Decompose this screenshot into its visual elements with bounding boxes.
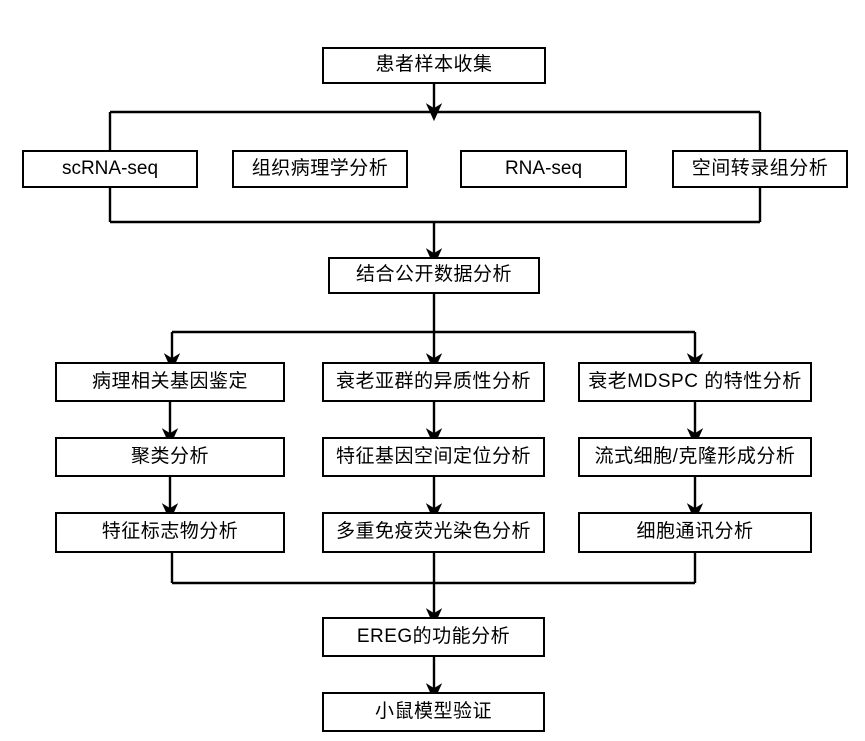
node-spatial-gene-mapping[interactable]: 特征基因空间定位分析 — [322, 437, 545, 477]
node-senescent-subgroup[interactable]: 衰老亚群的异质性分析 — [322, 362, 545, 402]
node-mouse-model[interactable]: 小鼠模型验证 — [322, 692, 545, 732]
node-ereg-function[interactable]: EREG的功能分析 — [322, 617, 545, 657]
node-pathology-gene-id[interactable]: 病理相关基因鉴定 — [55, 362, 285, 402]
node-spatial-transcriptomics[interactable]: 空间转录组分析 — [672, 150, 848, 188]
node-public-data[interactable]: 结合公开数据分析 — [328, 257, 540, 294]
node-clustering[interactable]: 聚类分析 — [55, 437, 285, 477]
node-sample-collection[interactable]: 患者样本收集 — [322, 47, 546, 84]
node-histopathology[interactable]: 组织病理学分析 — [232, 150, 408, 188]
node-multiplex-if[interactable]: 多重免疫荧光染色分析 — [322, 512, 545, 553]
node-scrna-seq[interactable]: scRNA-seq — [22, 150, 198, 188]
node-marker-analysis[interactable]: 特征标志物分析 — [55, 512, 285, 553]
node-mdspc-traits[interactable]: 衰老MDSPC 的特性分析 — [578, 362, 812, 402]
node-rna-seq[interactable]: RNA-seq — [460, 150, 627, 188]
node-cell-communication[interactable]: 细胞通讯分析 — [578, 512, 812, 553]
node-flow-colony[interactable]: 流式细胞/克隆形成分析 — [578, 437, 812, 477]
